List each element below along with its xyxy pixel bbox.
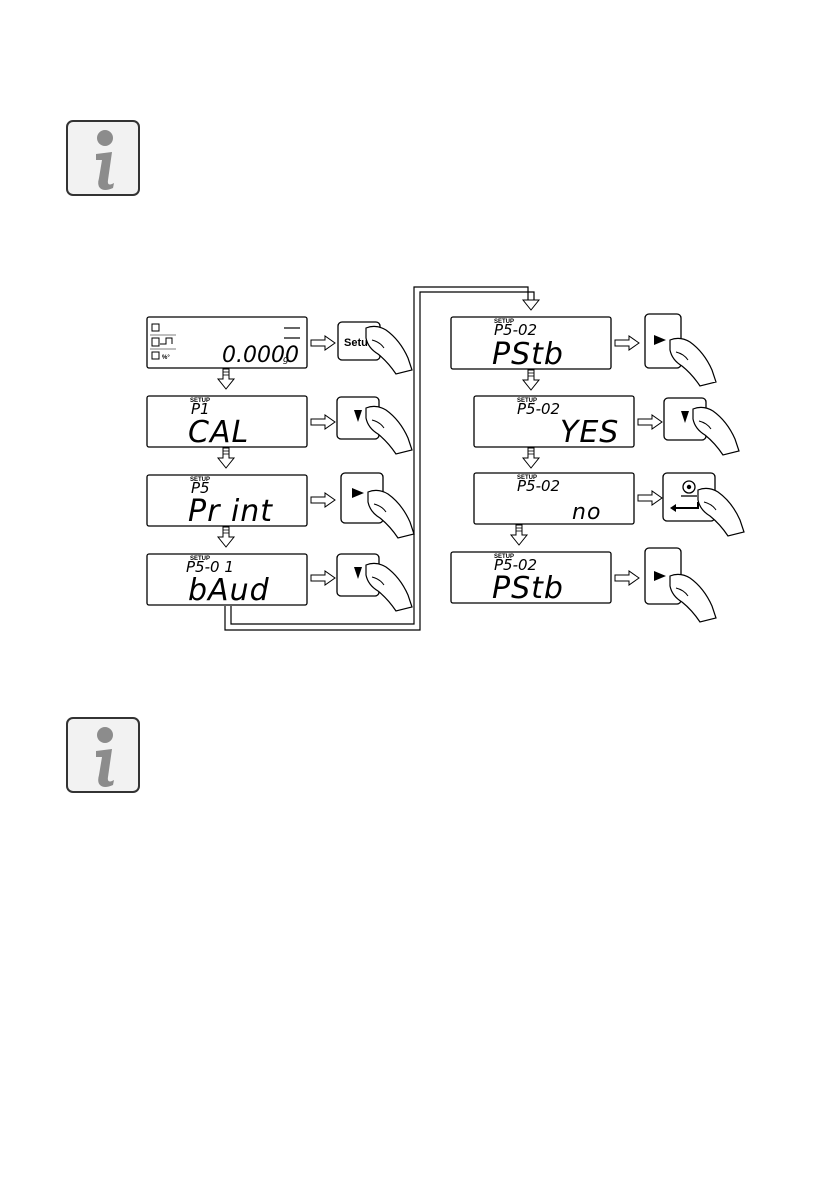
svg-text:YES: YES [560,415,619,450]
right-key-button[interactable] [645,314,716,386]
svg-text:bAud: bAud [188,573,270,608]
home-display: %° 0.0000 g [147,317,307,368]
enter-key-button[interactable] [663,473,744,536]
unit-label: g [283,355,289,365]
finger-press-icon [366,563,412,611]
svg-text:PStb: PStb [492,571,564,606]
svg-text:Pr int: Pr int [188,494,273,529]
setup-button[interactable]: Setu [338,322,412,374]
finger-press-icon [368,490,414,538]
finger-press-icon [366,406,412,454]
finger-press-icon [698,488,744,536]
svg-text:P5-02: P5-02 [517,477,560,495]
down-key-button[interactable] [664,398,739,455]
display-step-p5-02-pstb-final: SETUP P5-02 PStb [451,552,611,606]
finger-press-icon [670,574,716,622]
setup-button-label: Setu [344,337,368,349]
svg-text:PStb: PStb [492,337,564,372]
down-key-button[interactable] [337,554,412,611]
finger-press-icon [670,338,716,386]
display-step-p1: SETUP P1 CAL [147,396,307,450]
svg-text:CAL: CAL [188,415,249,450]
display-step-p5: SETUP P5 Pr int [147,475,307,529]
finger-press-icon [366,326,412,374]
finger-press-icon [693,407,739,455]
svg-text:no: no [572,500,601,525]
down-key-button[interactable] [337,397,412,454]
display-step-p5-02-pstb: SETUP P5-02 PStb [451,317,611,372]
right-key-button[interactable] [645,548,716,622]
display-step-p5-01: SETUP P5-0 1 bAud [147,554,307,608]
svg-text:P5-02: P5-02 [517,400,560,418]
right-key-button[interactable] [341,473,414,538]
svg-text:%°: %° [162,355,170,361]
display-step-p5-02-yes: SETUP P5-02 YES [474,396,634,450]
display-step-p5-02-no: SETUP P5-02 no [474,473,634,525]
